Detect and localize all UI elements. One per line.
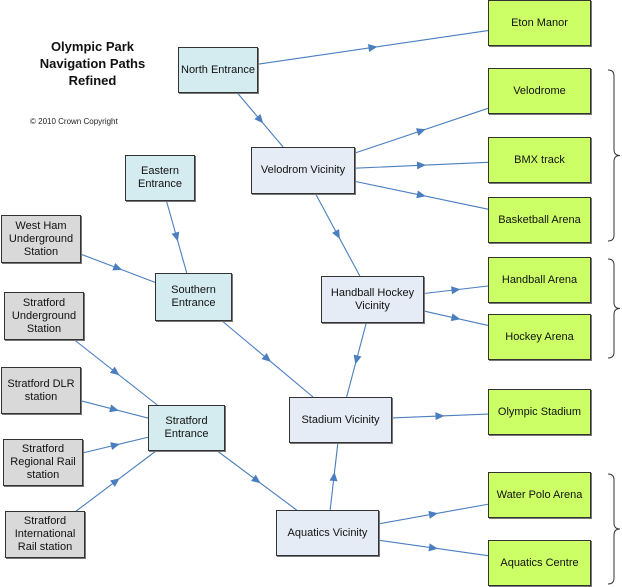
node-label: Velodrom Vicinity — [260, 164, 346, 176]
node-velodrome[interactable]: Velodrome — [488, 68, 591, 114]
arrowhead-icon — [415, 128, 426, 136]
arrowhead-icon — [367, 44, 378, 52]
node-label: Aquatics Centre — [500, 556, 579, 569]
brace-velodrome-group — [607, 69, 621, 242]
node-stadium-vicinity[interactable]: Stadium Vicinity — [289, 397, 392, 443]
arrowhead-icon — [416, 190, 426, 199]
arrowhead-icon — [451, 286, 461, 295]
arrowhead-icon — [171, 231, 180, 242]
node-label: Eton Manor — [511, 16, 568, 29]
arrowhead-icon — [254, 113, 264, 124]
node-west-ham-station[interactable]: West Ham Underground Station — [1, 215, 81, 263]
node-label: Stratford Regional Rail station — [10, 443, 76, 481]
arrowhead-icon — [251, 474, 261, 484]
node-label: Eastern Entrance — [137, 165, 183, 190]
arrowhead-icon — [416, 161, 426, 170]
node-bmx-track[interactable]: BMX track — [488, 137, 591, 183]
node-label: Olympic Stadium — [497, 405, 582, 418]
node-stratford-dlr-station[interactable]: Stratford DLR station — [1, 367, 81, 414]
node-label: BMX track — [514, 153, 565, 166]
node-label: Southern Entrance — [171, 284, 216, 309]
node-eton-manor[interactable]: Eton Manor — [488, 0, 591, 46]
node-label: Hockey Arena — [505, 330, 574, 343]
node-hockey-arena[interactable]: Hockey Arena — [488, 314, 591, 360]
node-label: Stratford DLR station — [7, 377, 75, 403]
node-olympic-stadium[interactable]: Olympic Stadium — [488, 389, 591, 435]
node-north-entrance[interactable]: North Entrance — [178, 47, 258, 93]
arrowhead-icon — [261, 353, 272, 362]
node-label: Water Polo Arena — [496, 488, 583, 501]
arrowhead-icon — [353, 354, 362, 365]
arrowhead-icon — [109, 366, 120, 376]
title-line: Olympic Park — [50, 39, 135, 54]
node-water-polo-arena[interactable]: Water Polo Arena — [488, 472, 591, 518]
node-southern-entrance[interactable]: Southern Entrance — [155, 273, 232, 321]
node-handball-hockey-vicinity[interactable]: Handball Hockey Vicinity — [321, 276, 424, 323]
arrowhead-icon — [332, 229, 340, 239]
node-label: Basketball Arena — [498, 213, 581, 226]
arrowhead-icon — [112, 262, 123, 271]
arrowhead-icon — [428, 510, 438, 519]
node-label: Handball Hockey Vicinity — [330, 286, 415, 312]
node-label: North Entrance — [181, 63, 255, 76]
brace-handball-hockey-group — [607, 258, 621, 359]
title-line: Navigation Paths — [39, 56, 146, 71]
node-eastern-entrance[interactable]: Eastern Entrance — [125, 155, 195, 201]
node-stratford-entrance[interactable]: Stratford Entrance — [148, 405, 225, 451]
node-stratford-international-station[interactable]: Stratford International Rail station — [5, 511, 85, 558]
arrowhead-icon — [435, 412, 445, 421]
node-label: Aquatics Vicinity — [287, 526, 368, 539]
node-basketball-arena[interactable]: Basketball Arena — [488, 197, 591, 243]
node-label: Velodrome — [513, 84, 566, 97]
node-handball-arena[interactable]: Handball Arena — [488, 257, 591, 303]
arrowhead-icon — [110, 442, 120, 451]
diagram-title: Olympic Park Navigation Paths Refined — [10, 38, 175, 89]
node-label: West Ham Underground Station — [8, 219, 74, 258]
node-stratford-underground-station[interactable]: Stratford Underground Station — [4, 292, 84, 340]
node-label: Stratford International Rail station — [14, 515, 76, 553]
node-aquatics-centre[interactable]: Aquatics Centre — [488, 540, 591, 586]
arrowhead-icon — [110, 478, 120, 487]
node-label: Stratford Entrance — [164, 415, 209, 440]
arrowhead-icon — [109, 404, 119, 413]
arrowhead-icon — [329, 472, 338, 482]
node-aquatics-vicinity[interactable]: Aquatics Vicinity — [276, 510, 379, 556]
arrowhead-icon — [428, 543, 438, 552]
node-velodrom-vicinity[interactable]: Velodrom Vicinity — [251, 147, 355, 194]
node-stratford-regional-station[interactable]: Stratford Regional Rail station — [3, 439, 83, 486]
node-label: Handball Arena — [501, 273, 578, 286]
brace-aquatics-group — [607, 473, 621, 585]
copyright-text: © 2010 Crown Copyright — [30, 117, 118, 126]
arrowhead-icon — [450, 313, 461, 322]
node-label: Stratford Underground Station — [11, 296, 77, 335]
node-label: Stadium Vicinity — [301, 413, 380, 426]
title-line: Refined — [68, 73, 117, 88]
